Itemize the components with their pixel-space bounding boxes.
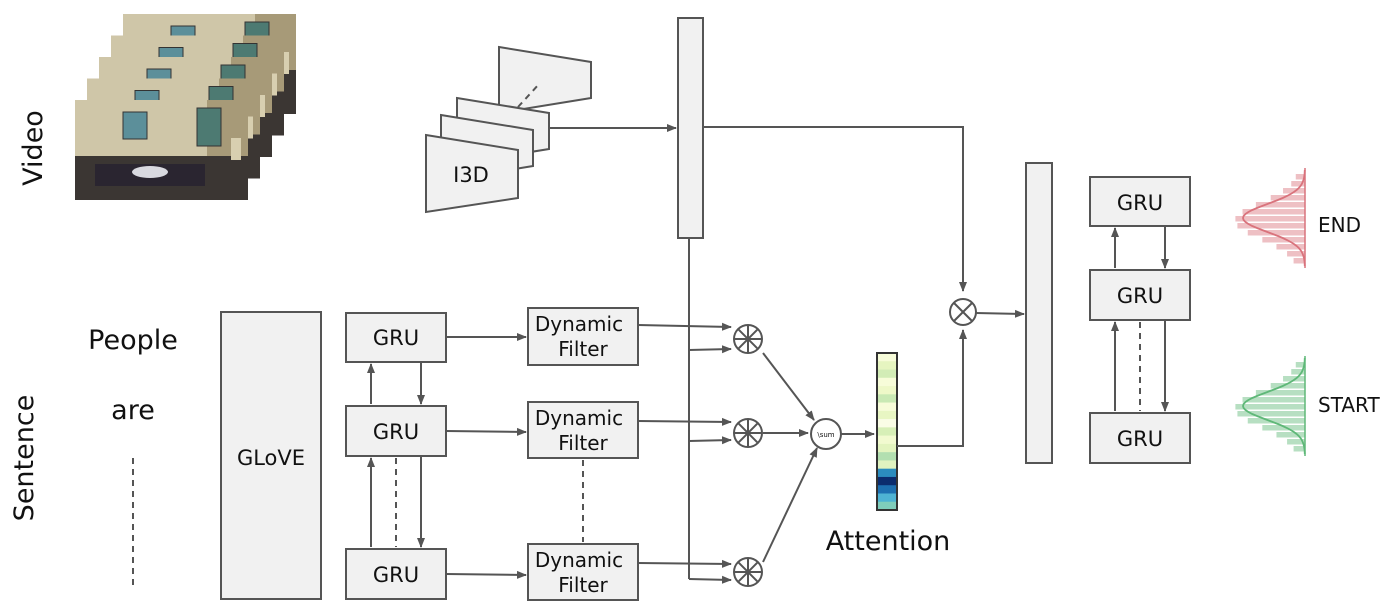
attention-cell (877, 369, 897, 379)
distribution-bar (1291, 369, 1305, 375)
distribution-bar (1287, 251, 1305, 257)
sentence-gru-1-label: GRU (373, 326, 419, 350)
word-are: are (111, 395, 155, 426)
distribution-curve (1242, 169, 1306, 267)
distribution-bar (1293, 446, 1305, 452)
dynamic-filter-2-line1: Dynamic (535, 406, 623, 430)
attention-cell (877, 386, 897, 395)
distribution-bar (1295, 362, 1305, 368)
sentence-gru-2-label: GRU (373, 420, 419, 444)
dynamic-filter-1-line2: Filter (558, 337, 608, 361)
glove-box (220, 311, 322, 600)
fused-feature-bar (1025, 162, 1053, 464)
distribution-bar (1283, 376, 1305, 382)
distribution-bar (1242, 209, 1305, 215)
distribution-bar (1287, 439, 1305, 445)
distribution-bar (1255, 202, 1305, 208)
output-gru-bottom (1089, 412, 1191, 464)
attention-cell (877, 501, 897, 511)
attention-cell (877, 452, 897, 461)
dynamic-filter-1 (527, 307, 639, 366)
sentence-gru-1 (345, 312, 447, 363)
attention-cell (877, 419, 897, 428)
video-frames (75, 14, 296, 200)
distribution-bar (1242, 397, 1305, 403)
distribution-bar (1235, 216, 1305, 222)
sum-label: \sum (817, 431, 834, 439)
attention-cell (877, 427, 897, 436)
distribution-bar (1262, 237, 1305, 243)
video-frame (75, 100, 248, 200)
distribution-bar (1270, 383, 1305, 389)
distribution-bar (1235, 404, 1305, 410)
distribution-bar (1262, 425, 1305, 431)
output-gru-bottom-label: GRU (1117, 427, 1163, 451)
attention-label: Attention (826, 526, 951, 557)
attention-cell (877, 468, 897, 478)
glove-label: GLoVE (237, 446, 305, 470)
attention-cell (877, 443, 897, 453)
convolution-node (733, 418, 763, 448)
end-label: END (1318, 213, 1361, 237)
distribution-bar (1276, 244, 1305, 250)
video-label: Video (18, 110, 49, 186)
i3d-block: I3D (425, 45, 592, 214)
output-gru-top-label: GRU (1117, 191, 1163, 215)
distribution-bar (1291, 181, 1305, 187)
dynamic-filter-3-line2: Filter (558, 573, 608, 597)
start-distribution (1235, 356, 1306, 456)
start-label: START (1318, 393, 1380, 417)
attention-cell (877, 460, 897, 469)
distribution-bar (1283, 188, 1305, 194)
attention-cell (877, 353, 897, 362)
dynamic-filter-2-line2: Filter (558, 431, 608, 455)
output-gru-top (1089, 176, 1191, 227)
attention-cell (877, 476, 897, 486)
dynamic-filter-3-line1: Dynamic (535, 548, 623, 572)
distribution-bar (1255, 390, 1305, 396)
distribution-bar (1237, 411, 1305, 417)
distribution-bar (1247, 230, 1305, 236)
convolution-node (733, 557, 763, 587)
dynamic-filter-3 (527, 543, 639, 601)
attention-cell (877, 493, 897, 503)
output-gru-mid (1089, 269, 1191, 321)
distribution-bar (1237, 223, 1305, 229)
word-people: People (88, 325, 178, 356)
attention-cell (877, 361, 897, 370)
distribution-bar (1247, 418, 1305, 424)
i3d-label: I3D (453, 163, 489, 187)
attention-cell (877, 377, 897, 387)
attention-cell (877, 394, 897, 403)
dynamic-filter-2 (527, 401, 639, 459)
attention-cell (877, 485, 897, 494)
multiply-node (949, 298, 977, 326)
distribution-curve (1242, 357, 1306, 455)
sentence-label: Sentence (9, 395, 40, 522)
video-feature-bar (677, 17, 704, 239)
output-gru-mid-label: GRU (1117, 284, 1163, 308)
convolution-node (733, 324, 763, 354)
sentence-gru-3-label: GRU (373, 563, 419, 587)
distribution-bar (1295, 174, 1305, 180)
attention-bar (876, 352, 898, 511)
distribution-bar (1293, 258, 1305, 264)
attention-cell (877, 402, 897, 412)
end-distribution (1235, 168, 1306, 268)
distribution-bar (1276, 432, 1305, 438)
attention-cell (877, 435, 897, 445)
distribution-bar (1270, 195, 1305, 201)
dynamic-filter-1-line1: Dynamic (535, 312, 623, 336)
attention-cell (877, 410, 897, 420)
